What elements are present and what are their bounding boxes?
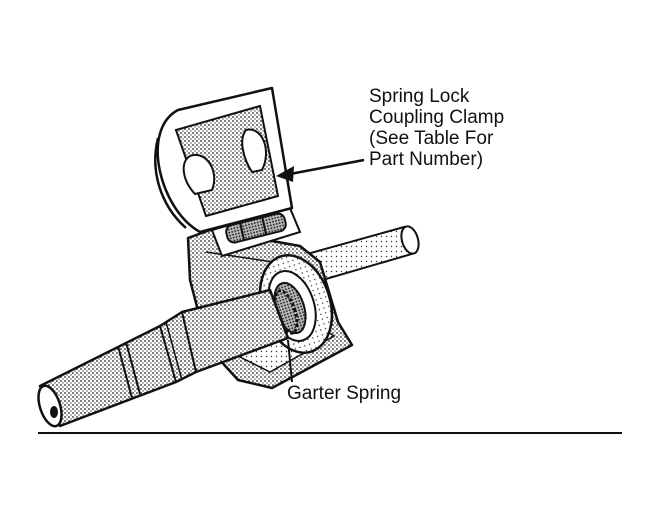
left-tube — [37, 288, 290, 428]
clamp-label-line: (See Table For — [369, 128, 494, 149]
clamp-label-line: Part Number) — [369, 149, 484, 170]
clamp-label-line: Spring Lock — [369, 86, 470, 107]
clamp-callout-label: Spring Lock Coupling Clamp (See Table Fo… — [369, 86, 504, 170]
clamp-label-line: Coupling Clamp — [369, 107, 505, 128]
garter-spring-leader-line — [287, 339, 293, 383]
clamp-upper-half — [154, 86, 294, 234]
garter-spring-label: Garter Spring — [287, 383, 402, 404]
clamp-leader-arrow — [276, 158, 365, 182]
